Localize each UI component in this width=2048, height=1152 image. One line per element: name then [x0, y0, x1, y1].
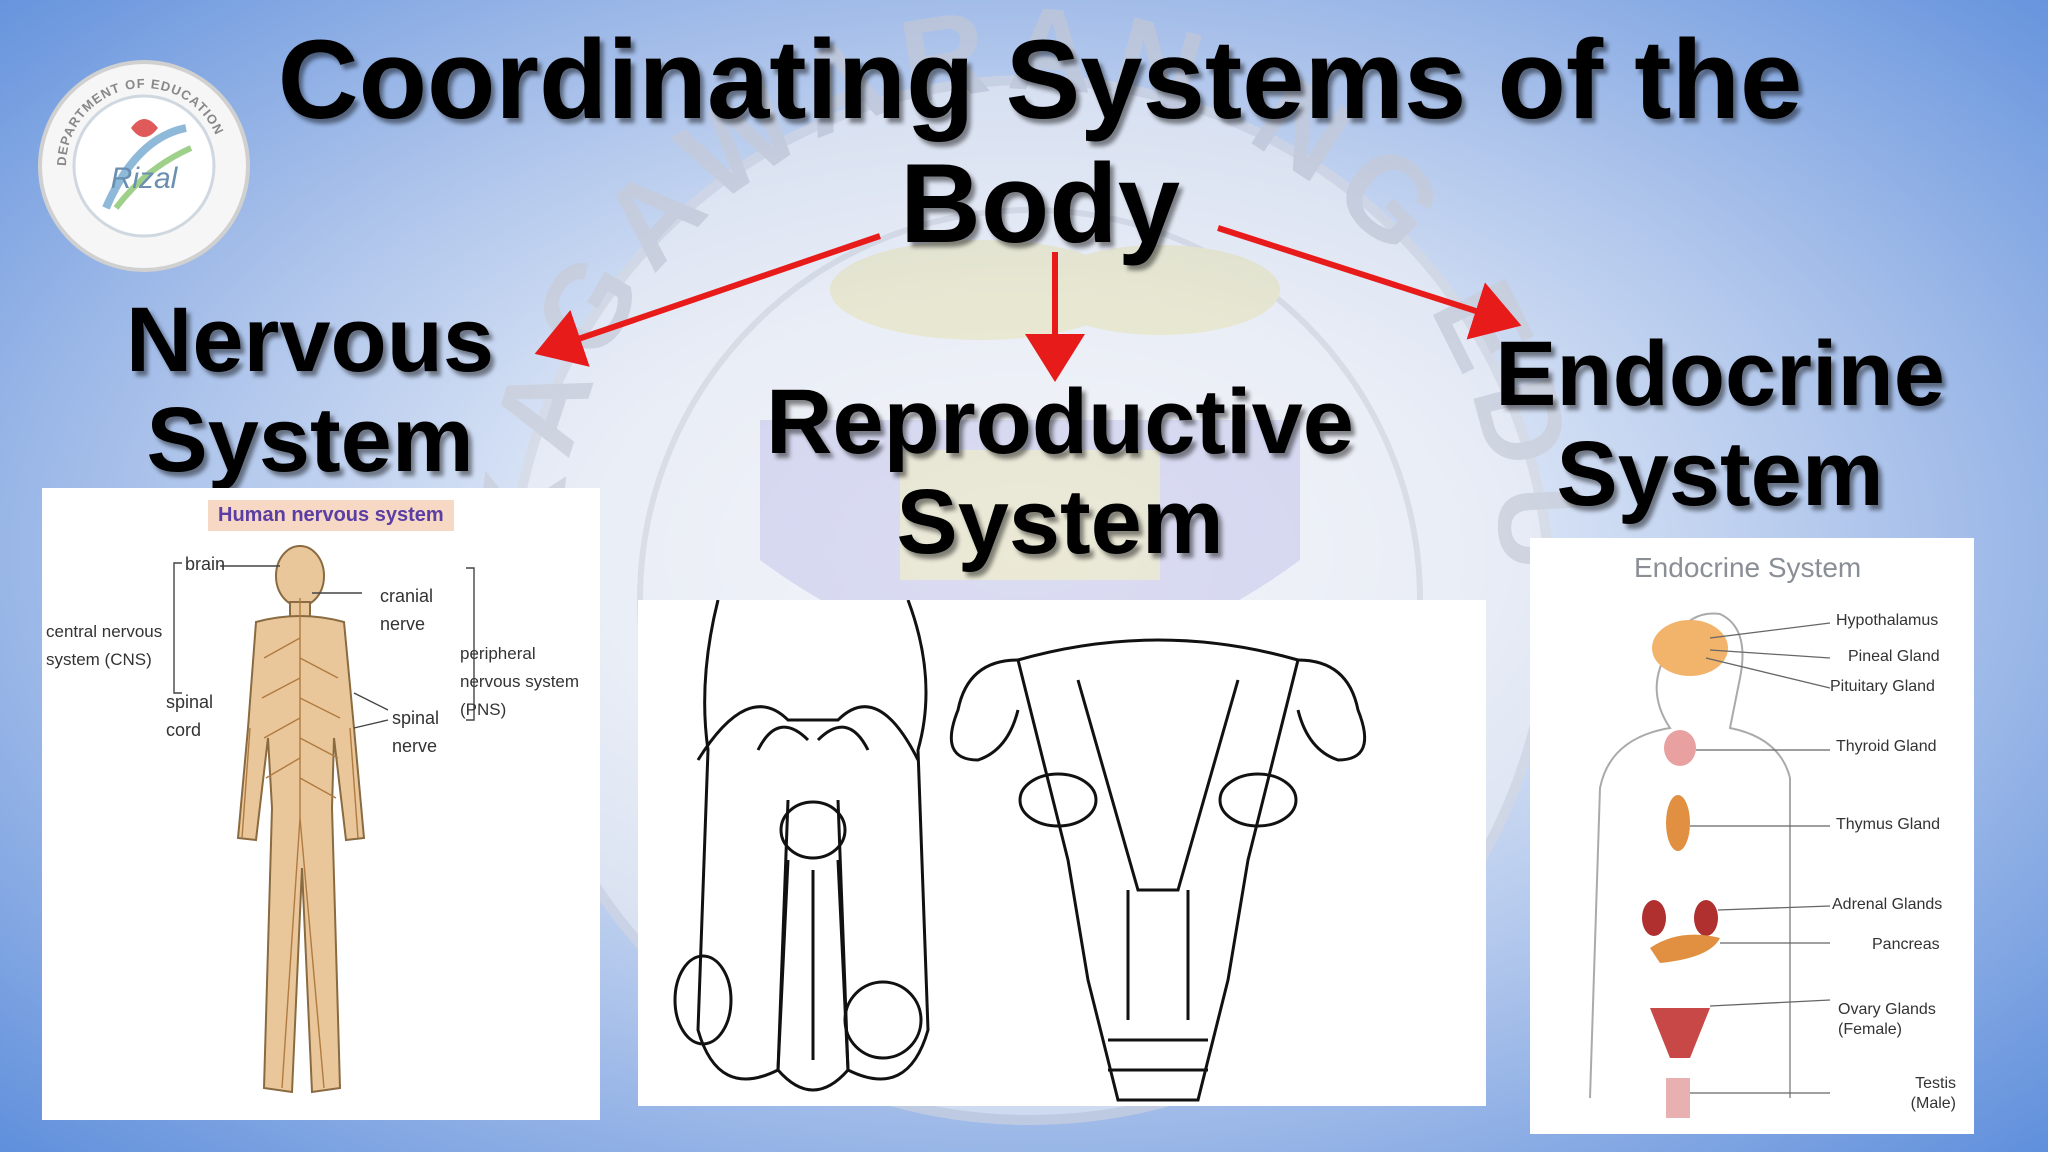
label-cranial-nerve: cranial nerve [380, 586, 434, 634]
slide-title: Coordinating Systems of the Body [277, 17, 1803, 266]
label-cns: central nervous system (CNS) [46, 622, 163, 669]
human-nervous-body-illustration [173, 545, 475, 1094]
endocrine-system-label: Endocrine System [1495, 323, 1945, 525]
label-hypothalamus: Hypothalamus [1836, 612, 1939, 629]
male-reproductive-illustration [673, 600, 930, 1092]
label-pancreas: Pancreas [1872, 936, 1940, 953]
endocrine-system-figure: Endocrine System [1530, 538, 1974, 1134]
nervous-system-figure: Human nervous system brain crani [42, 488, 600, 1120]
label-spinal-cord: spinal cord [166, 692, 214, 740]
reproductive-system-figure [638, 600, 1486, 1106]
label-thyroid-gland: Thyroid Gland [1836, 738, 1937, 755]
nervous-figure-heading: Human nervous system [208, 500, 454, 531]
label-spinal-nerve: spinal nerve [392, 708, 440, 756]
logo-text: Rizal [111, 162, 179, 195]
label-ovary-glands: Ovary Glands (Female) [1838, 1001, 1936, 1038]
endocrine-figure-heading: Endocrine System [1634, 552, 1862, 583]
rizal-logo: DEPARTMENT OF EDUCATION Rizal [38, 60, 250, 272]
label-pineal-gland: Pineal Gland [1848, 648, 1940, 665]
label-adrenal-glands: Adrenal Glands [1832, 896, 1943, 913]
label-brain: brain [185, 554, 226, 574]
label-thymus-gland: Thymus Gland [1836, 816, 1941, 833]
label-pns: peripheral nervous system (PNS) [460, 644, 580, 719]
nervous-system-label: Nervous System [125, 289, 495, 491]
endocrine-body-illustration [1589, 612, 1831, 1118]
female-reproductive-illustration [949, 638, 1367, 1102]
label-testis: Testis (Male) [1910, 1075, 1956, 1112]
reproductive-system-label: Reproductive System [766, 371, 1354, 573]
label-pituitary-gland: Pituitary Gland [1830, 678, 1935, 695]
